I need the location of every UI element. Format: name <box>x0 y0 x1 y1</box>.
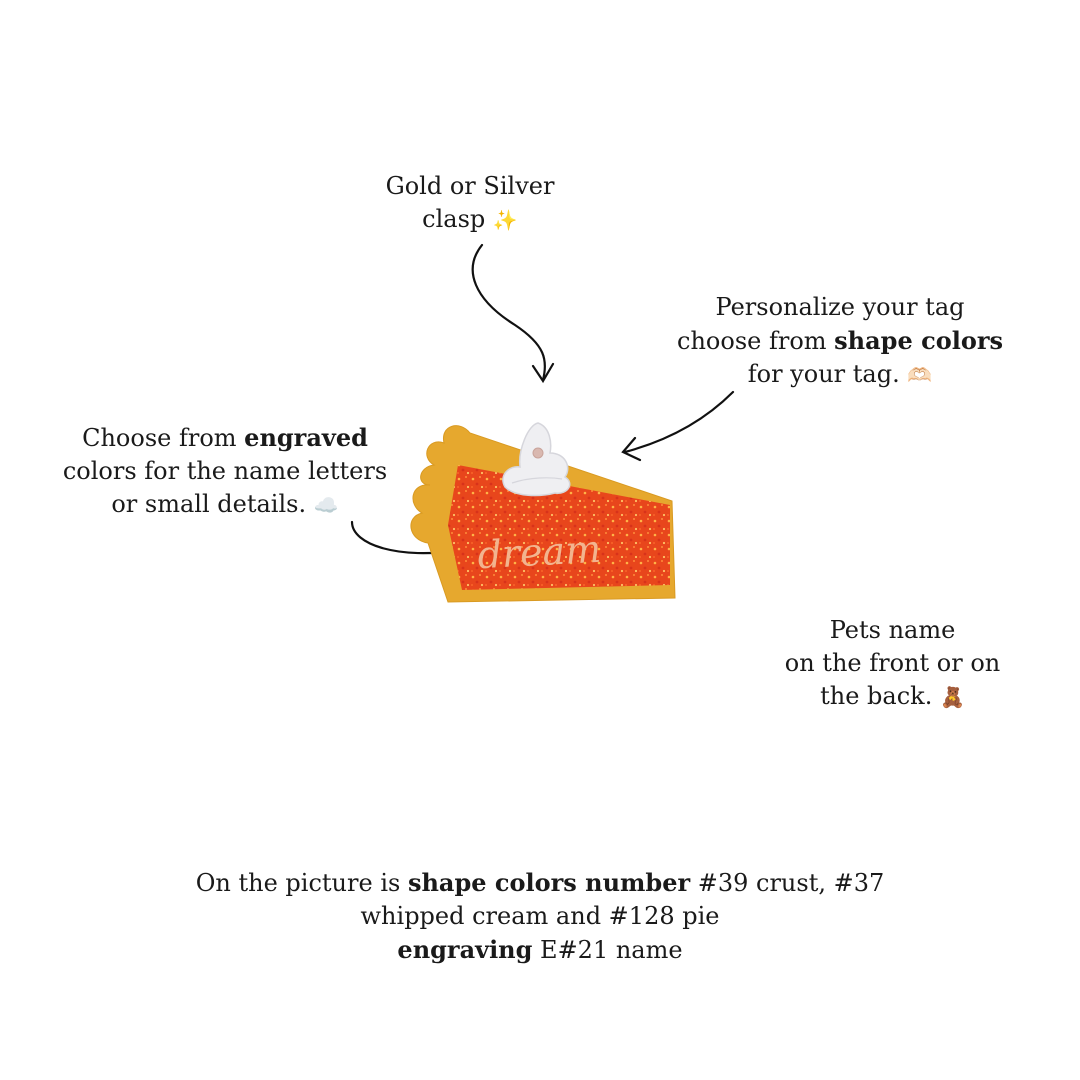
caption-line-3-bold: engraving <box>397 935 533 964</box>
engraved-line-3: or small details. <box>111 490 307 518</box>
caption-line-3-suffix: E#21 name <box>532 936 683 964</box>
clasp-annotation: Gold or Silver clasp ✨ <box>340 170 600 237</box>
teddy-bear-icon: 🧸 <box>939 685 965 709</box>
personalize-line-2-prefix: choose from <box>677 327 835 355</box>
personalize-arrowhead <box>621 436 642 462</box>
pie-slice-tag: dream <box>410 422 676 603</box>
caption-line-1-suffix: #39 crust, #37 <box>690 869 885 897</box>
caption-line-1-prefix: On the picture is <box>195 869 408 897</box>
caption-line-2: whipped cream and #128 pie <box>360 902 720 930</box>
engraved-name: dream <box>476 527 602 577</box>
pets-line-1: Pets name <box>829 616 956 644</box>
cloud-icon: ☁️ <box>313 493 339 517</box>
clasp-line-2: clasp <box>422 205 486 233</box>
engraved-annotation: Choose from engraved colors for the name… <box>40 421 410 522</box>
personalize-annotation: Personalize your tag choose from shape c… <box>650 291 1030 392</box>
engraved-line-1-prefix: Choose from <box>82 424 245 452</box>
clasp-arrowhead <box>531 362 555 384</box>
clasp-arrow <box>471 243 547 382</box>
pets-line-2: on the front or on <box>784 649 1001 677</box>
engraved-line-1-bold: engraved <box>244 423 368 452</box>
sparkles-icon: ✨ <box>492 208 518 232</box>
heart-hands-icon: 🫶🏻 <box>907 363 933 387</box>
clasp-line-1: Gold or Silver <box>385 172 555 200</box>
personalize-arrow <box>623 390 735 454</box>
engraved-line-2: colors for the name letters <box>62 457 388 485</box>
personalize-line-3: for your tag. <box>747 360 900 388</box>
color-details-caption: On the picture is shape colors number #3… <box>140 866 940 967</box>
pie-filling <box>448 465 670 590</box>
personalize-line-2-bold: shape colors <box>834 326 1003 355</box>
pets-annotation: Pets name on the front or on the back. 🧸 <box>760 614 1025 714</box>
personalize-line-1: Personalize your tag <box>715 293 965 321</box>
pets-line-3: the back. <box>820 682 933 710</box>
whipped-cream <box>502 422 571 497</box>
caption-line-1-bold: shape colors number <box>407 868 691 897</box>
